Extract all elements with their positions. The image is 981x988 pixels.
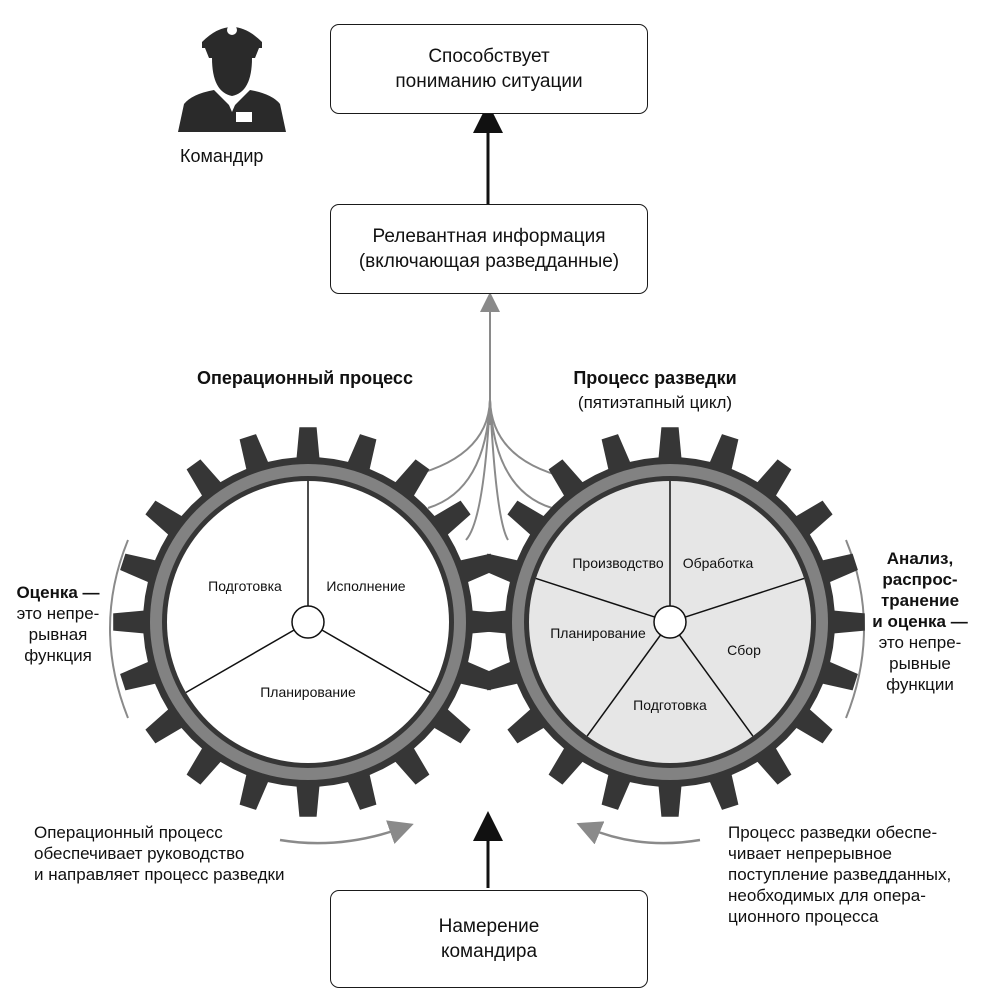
intelligence-caption-line-5: ционного процесса [728, 907, 879, 926]
intel-segment-processing: Обработка [682, 555, 754, 571]
op-segment-execution: Исполнение [326, 578, 406, 594]
arrow-operational-to-center [279, 820, 414, 845]
operational-caption-line-3: и направляет процесс разведки [34, 865, 285, 884]
intel-segment-collection: Сбор [727, 642, 761, 658]
op-segment-planning: Планирование [260, 684, 356, 700]
relevant-info-box: Релевантная информация (включающая разве… [330, 204, 648, 294]
intelligence-gear-spoke-5 [535, 577, 656, 618]
intelligence-caption: Процесс разведки обеспе- чивает непрерыв… [728, 822, 978, 927]
intelligence-title: Процесс разведки [573, 368, 737, 388]
intel-segment-preparation: Подготовка [633, 697, 707, 713]
operational-gear-spoke-2 [321, 629, 431, 694]
right-note: Анализ, распрос- транение и оценка — это… [862, 548, 978, 695]
right-note-bold-1: Анализ, [886, 549, 954, 568]
right-note-bold-3: транение [880, 591, 960, 610]
understanding-line-2: пониманию ситуации [395, 71, 583, 92]
left-note-line-1: это непре- [16, 604, 100, 623]
operational-gear-hub [291, 605, 325, 639]
arrow-intelligence-to-center [576, 821, 701, 845]
right-note-line-2: рывные [889, 654, 951, 673]
left-bracket [109, 539, 129, 719]
commander-intent-box: Намерение командира [330, 890, 648, 988]
intent-line-2: командира [440, 941, 538, 962]
op-segment-preparation: Подготовка [208, 578, 282, 594]
intelligence-caption-line-1: Процесс разведки обеспе- [728, 823, 938, 842]
right-note-line-1: это непре- [878, 633, 962, 652]
intelligence-gear-hub [653, 605, 687, 639]
intelligence-gear-spoke-3 [678, 634, 754, 737]
intelligence-gear [475, 427, 865, 817]
intelligence-gear-spoke-2 [684, 577, 805, 618]
relevant-info-line-2: (включающая разведданные) [358, 251, 620, 272]
right-note-bold-4: и оценка — [872, 612, 968, 631]
left-note-line-2: рывная [28, 625, 88, 644]
intent-line-1: Намерение [438, 916, 540, 937]
left-note-bold: Оценка — [16, 583, 100, 602]
intelligence-caption-line-2: чивает непрерывное [728, 844, 893, 863]
left-note: Оценка — это непре- рывная функция [0, 582, 116, 666]
understanding-line-1: Способствует [428, 46, 550, 67]
commander-icon [178, 25, 286, 132]
intelligence-caption-line-3: поступление разведданных, [728, 865, 952, 884]
commander-label: Командир [180, 146, 264, 166]
intelligence-caption-line-4: необходимых для опера- [728, 886, 926, 905]
operational-title: Операционный процесс [197, 368, 413, 388]
right-note-line-3: функции [886, 675, 954, 694]
operational-caption: Операционный процесс обеспечивает руково… [34, 822, 334, 885]
intel-segment-planning: Планирование [550, 625, 646, 641]
operational-caption-line-1: Операционный процесс [34, 823, 223, 842]
understanding-box: Способствует пониманию ситуации [330, 24, 648, 114]
left-note-line-3: функция [24, 646, 92, 665]
operational-gear-spoke-3 [185, 629, 295, 694]
intelligence-subtitle: (пятиэтапный цикл) [577, 393, 733, 412]
operational-gear [113, 427, 503, 817]
operational-caption-line-2: обеспечивает руководство [34, 844, 245, 863]
intelligence-gear-spoke-4 [586, 634, 662, 737]
intel-segment-production: Производство [572, 555, 664, 571]
relevant-info-line-1: Релевантная информация [372, 226, 606, 247]
right-note-bold-2: распрос- [882, 570, 958, 589]
